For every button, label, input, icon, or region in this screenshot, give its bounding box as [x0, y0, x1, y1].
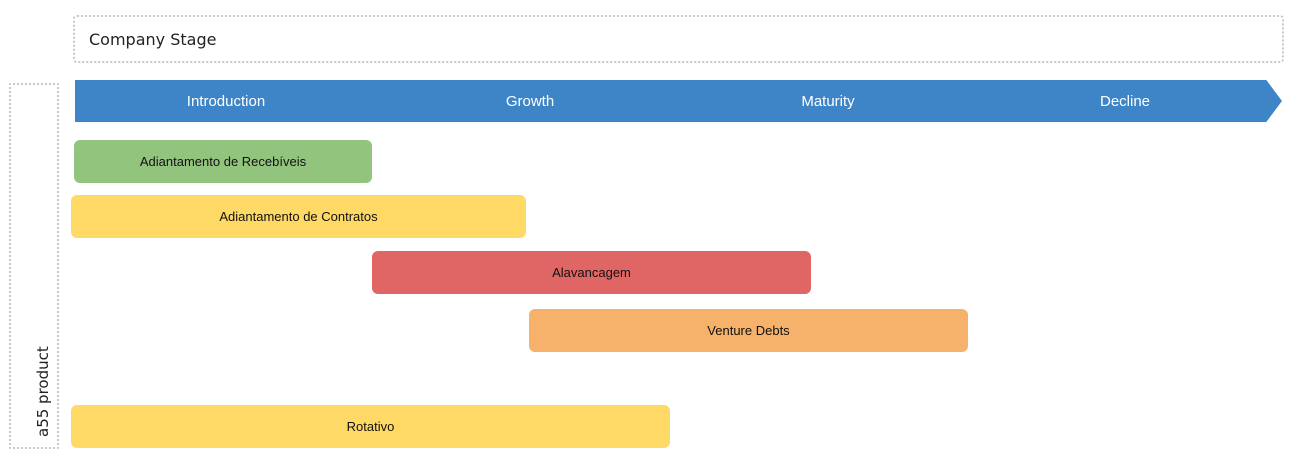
stage-growth: Growth — [372, 80, 688, 122]
product-axis-box — [9, 83, 59, 449]
stage-introduction-arrow — [75, 80, 389, 122]
product-label-recebiveis: Adiantamento de Recebíveis — [139, 154, 307, 169]
stage-decline: Decline — [968, 80, 1282, 122]
company-stage-title: Company Stage — [89, 29, 217, 49]
product-bar-recebiveis: Adiantamento de Recebíveis — [74, 140, 372, 183]
stage-growth-arrow — [372, 80, 688, 122]
product-label-alavancagem: Alavancagem — [552, 265, 631, 280]
stage-maturity: Maturity — [670, 80, 986, 122]
stage-maturity-label: Maturity — [801, 92, 855, 110]
product-label-venture-debts: Venture Debts — [707, 323, 790, 338]
company-stage-header: Company Stage — [73, 15, 1284, 63]
stage-maturity-arrow — [670, 80, 986, 122]
stage-introduction-label: Introduction — [186, 92, 266, 110]
product-label-rotativo: Rotativo — [346, 419, 395, 434]
stage-growth-label: Growth — [505, 92, 555, 110]
stage-introduction: Introduction — [75, 80, 389, 122]
product-bar-contratos: Adiantamento de Contratos — [71, 195, 526, 238]
stage-decline-arrow — [968, 80, 1282, 122]
product-label-contratos: Adiantamento de Contratos — [219, 209, 378, 224]
product-axis-label: a55 product — [34, 346, 52, 437]
stage-decline-label: Decline — [1099, 92, 1151, 110]
product-bar-venture-debts: Venture Debts — [529, 309, 968, 352]
product-bar-alavancagem: Alavancagem — [372, 251, 811, 294]
product-bar-rotativo: Rotativo — [71, 405, 670, 448]
